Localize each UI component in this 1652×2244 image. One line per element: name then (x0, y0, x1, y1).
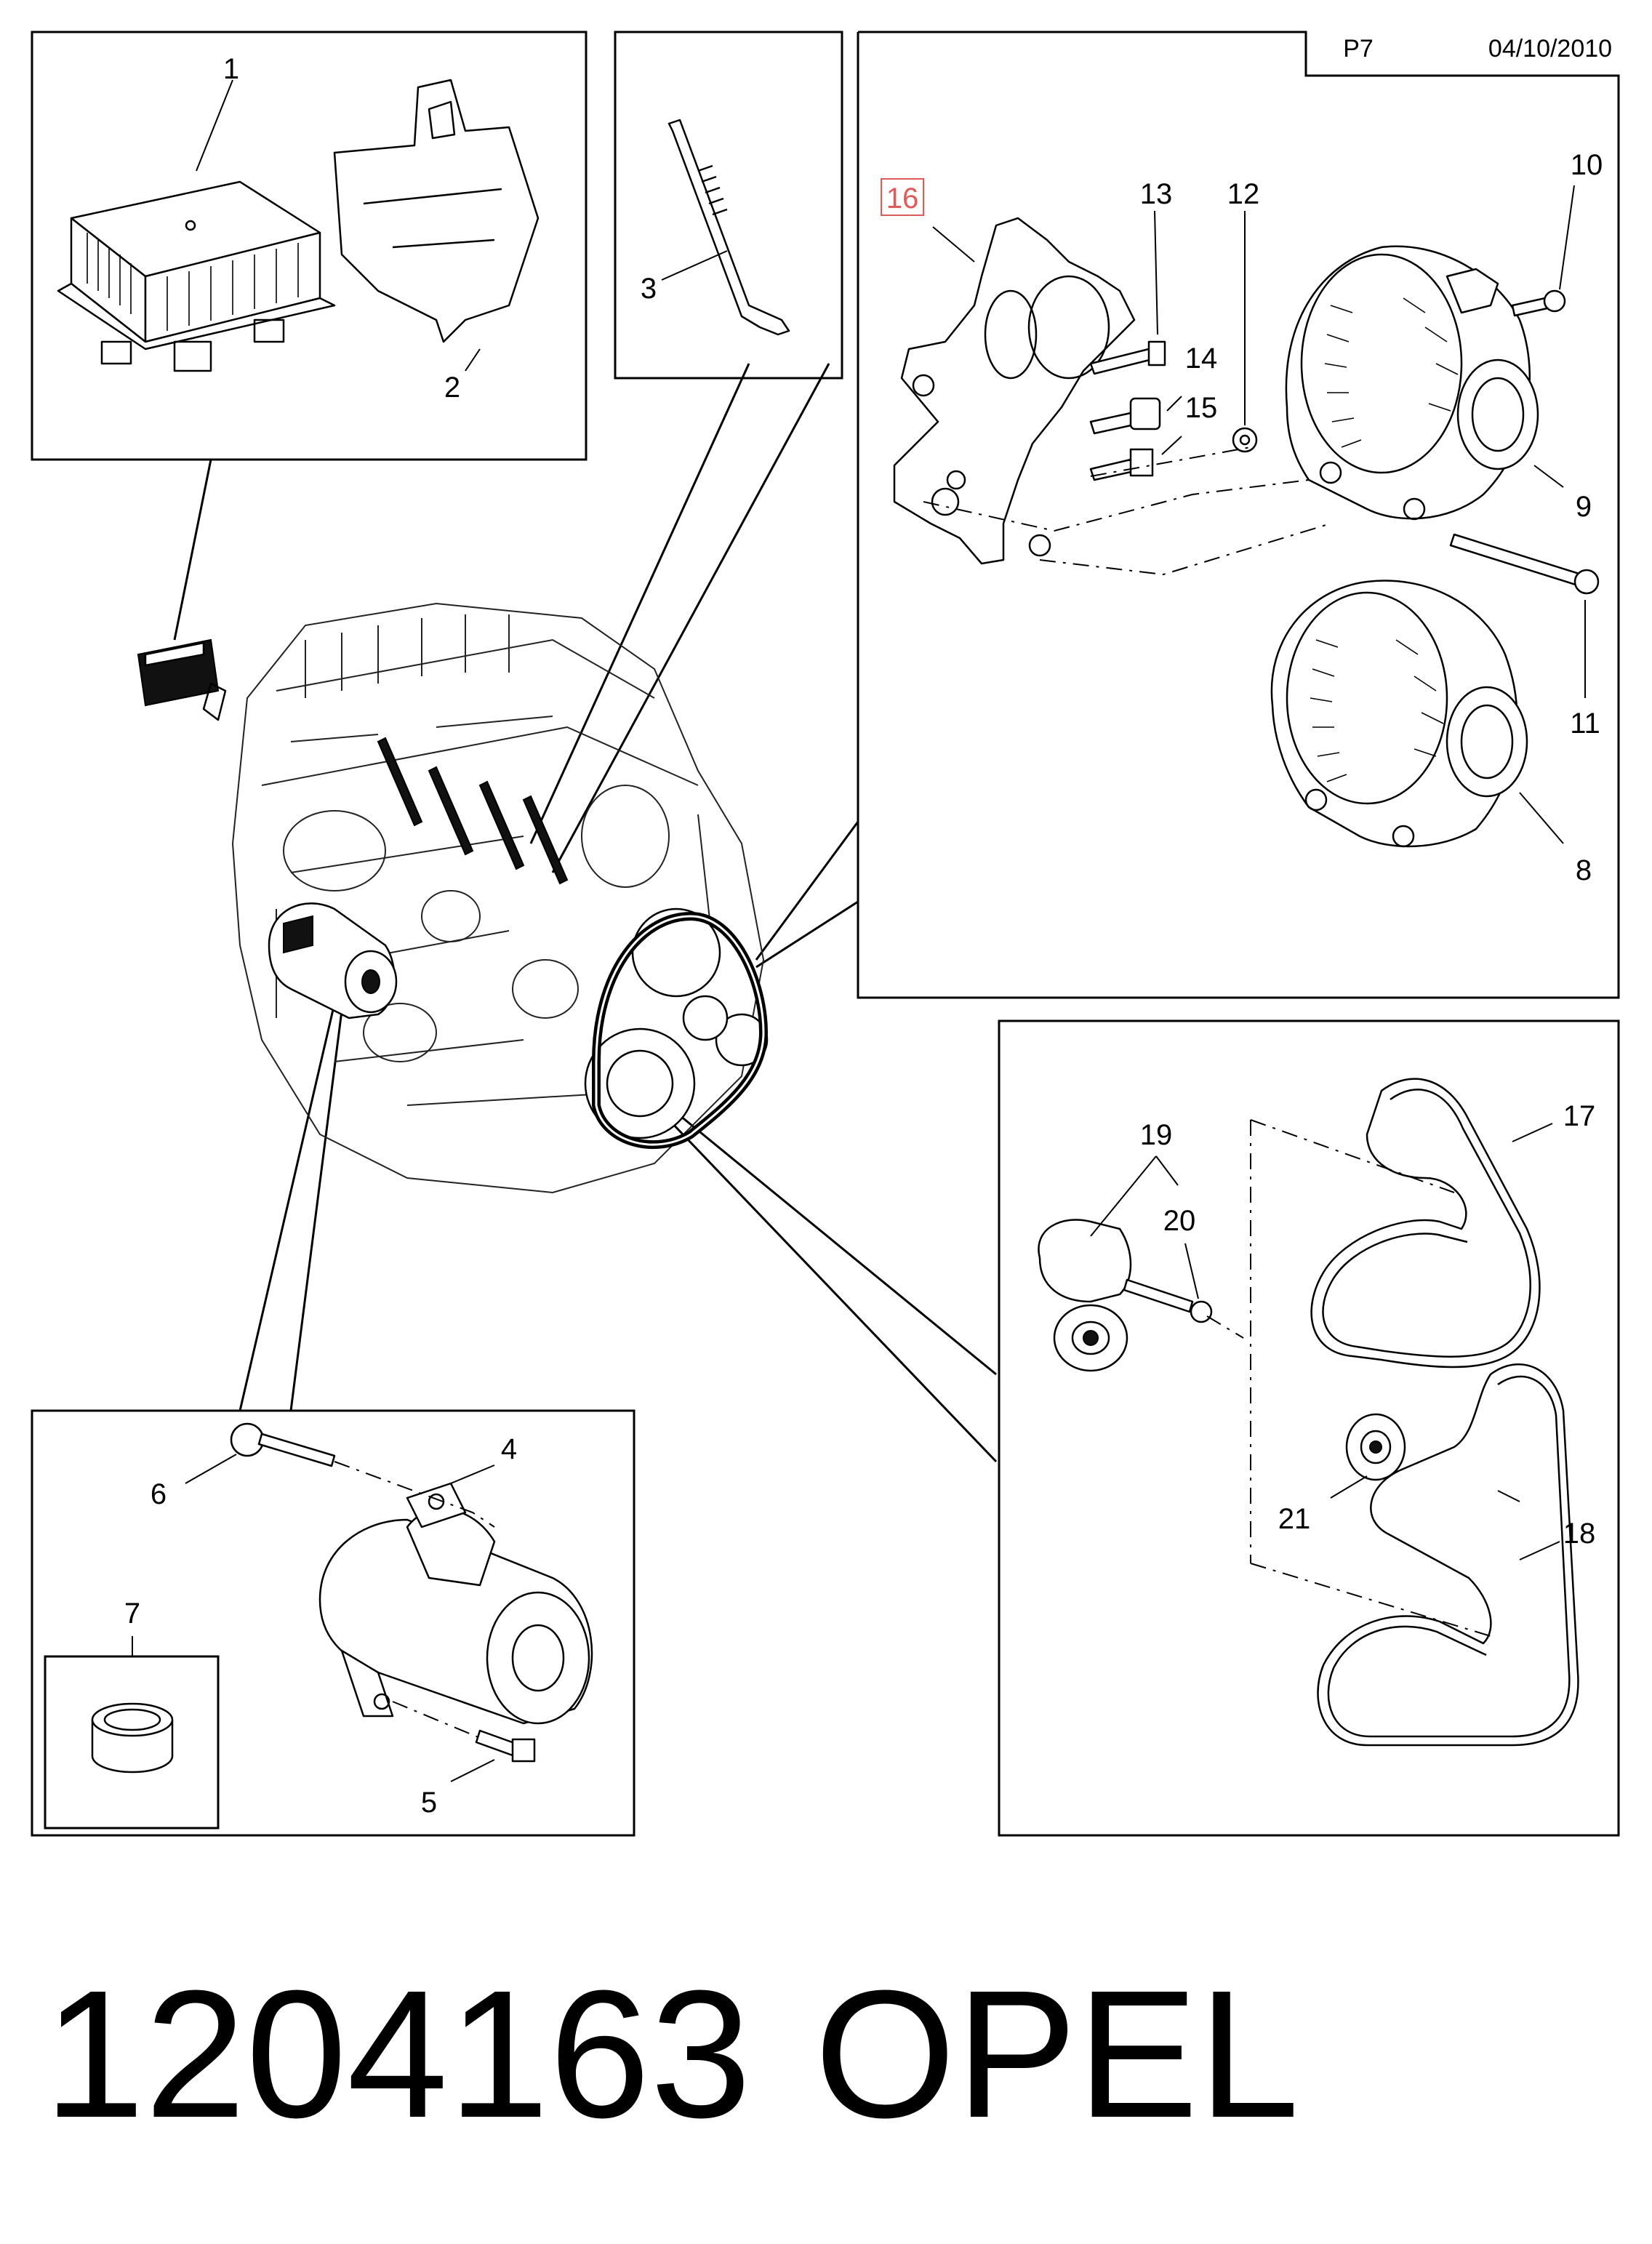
box-generator: P7 04/10/2010 16 (857, 31, 1620, 999)
box-drive-belt: 19 20 17 18 21 (998, 1019, 1620, 1837)
engine-belt-drive (584, 907, 769, 1149)
sleeve-7-part (91, 1702, 174, 1774)
belt-18-part (1317, 1363, 1579, 1747)
footer-brand: OPEL (814, 1952, 1299, 2155)
idler-pulley-21-part (1330, 1413, 1406, 1499)
page-code: P7 (1343, 35, 1374, 63)
callout-20: 20 (1163, 1205, 1196, 1237)
box-glow-plug: 3 (614, 31, 843, 380)
callout-5: 5 (421, 1787, 437, 1819)
box-sleeve (44, 1636, 220, 1830)
stud-5-part (450, 1729, 536, 1782)
box-glow-control-module: 1 2 (31, 31, 588, 461)
callout-18: 18 (1563, 1518, 1596, 1550)
bolt-6-part (185, 1422, 336, 1484)
callout-13: 13 (1140, 178, 1173, 210)
box-starter: 6 4 5 (31, 1409, 635, 1837)
nut-12-part (1232, 211, 1258, 453)
stud-14-part (1089, 396, 1182, 435)
callout-16: 16 (886, 183, 919, 215)
bolt-10-part (1511, 185, 1575, 317)
bolt-20-part (1123, 1243, 1213, 1323)
belt-17-part (1310, 1078, 1553, 1369)
generator-bracket-part (893, 217, 1136, 565)
generator-9-part (1285, 245, 1564, 521)
engine-illustration (137, 602, 769, 1194)
engine-glow-plugs (377, 737, 569, 885)
callout-8: 8 (1576, 854, 1592, 886)
engine-control-module (137, 638, 227, 721)
callout-17: 17 (1563, 1100, 1596, 1132)
callout-4: 4 (501, 1433, 517, 1465)
tensioner-19-part (1038, 1155, 1179, 1372)
control-module-part (57, 79, 336, 372)
callout-6: 6 (151, 1478, 167, 1510)
highlight-box-16 (881, 178, 924, 216)
bolt-11-part (1449, 533, 1600, 698)
callout-10: 10 (1571, 149, 1603, 181)
callout-15: 15 (1185, 392, 1218, 424)
callout-3: 3 (641, 273, 657, 305)
engine-starter (268, 902, 398, 1019)
callout-2: 2 (444, 372, 460, 404)
callout-21: 21 (1278, 1503, 1311, 1535)
footer-part-number: 1204163 (44, 1952, 752, 2155)
callout-11: 11 (1570, 708, 1600, 740)
generator-8-part (1270, 580, 1564, 848)
bolt-13-part (1089, 210, 1166, 375)
glow-plug-part (661, 119, 790, 336)
callout-14: 14 (1185, 342, 1218, 374)
starter-4-part (318, 1464, 593, 1725)
mounting-bracket-part (333, 79, 540, 372)
callout-9: 9 (1576, 491, 1592, 523)
callout-1: 1 (223, 53, 239, 85)
callout-7: 7 (124, 1598, 140, 1630)
callout-19: 19 (1140, 1119, 1173, 1151)
connector-lines (173, 363, 998, 1463)
page-date: 04/10/2010 (1488, 35, 1612, 63)
callout-12: 12 (1227, 178, 1260, 210)
